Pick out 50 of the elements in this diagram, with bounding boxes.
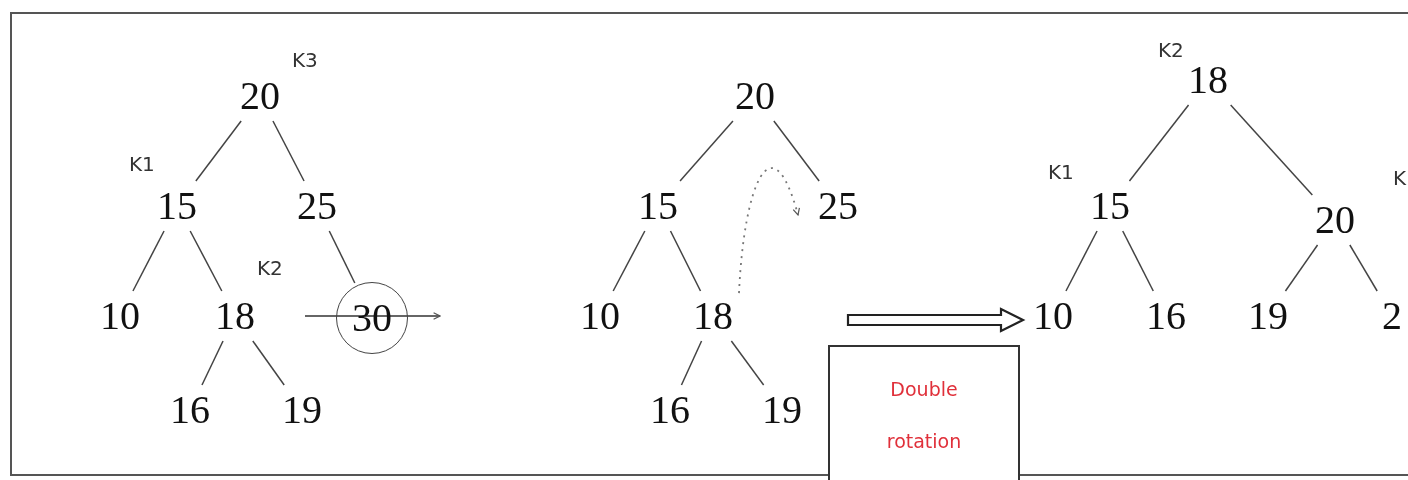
node-tag: K3: [292, 50, 318, 70]
tree-branch: [669, 230, 702, 292]
node-key: 10: [580, 293, 620, 338]
tree-branch: [773, 120, 820, 182]
node-key: 25: [297, 183, 337, 228]
node-key: 16: [1146, 293, 1186, 338]
tree-branch: [612, 230, 646, 292]
node-key: 2: [1382, 293, 1402, 338]
node-tag: K2: [257, 258, 283, 278]
node-key: 20: [735, 73, 775, 118]
node-key: 16: [170, 387, 210, 432]
node-tag: K1: [1048, 162, 1074, 182]
tree-branch: [1349, 244, 1378, 292]
node-key: 20: [1315, 197, 1355, 242]
node-key: 18: [215, 293, 255, 338]
tree-branch: [1229, 104, 1314, 196]
tree-branch: [252, 340, 285, 386]
node-key: 19: [762, 387, 802, 432]
node-key: 15: [638, 183, 678, 228]
node-tag: K1: [129, 154, 155, 174]
tree-branch: [1065, 230, 1098, 292]
note-box: [828, 345, 1020, 480]
rotation-arrow: [738, 167, 800, 294]
node-key: 19: [1248, 293, 1288, 338]
tree-branch: [272, 120, 305, 182]
transition-arrow: [846, 307, 1026, 333]
tree-branch: [1128, 104, 1190, 182]
tree-branch: [328, 230, 356, 284]
tree-branch: [1284, 244, 1319, 292]
node-key: 25: [818, 183, 858, 228]
node-key: 15: [157, 183, 197, 228]
tree-branch: [201, 340, 224, 386]
node-key: 10: [100, 293, 140, 338]
tree-branch: [1122, 230, 1154, 292]
node-tag: K: [1393, 168, 1407, 188]
tree-branch: [132, 230, 165, 292]
node-key: 16: [650, 387, 690, 432]
node-tag: K2: [1158, 40, 1184, 60]
node-key: 15: [1090, 183, 1130, 228]
note-text: Double rotation: [885, 377, 963, 454]
tree-branch: [679, 120, 734, 182]
tree-branch: [195, 120, 242, 182]
node-key: 20: [240, 73, 280, 118]
tree-branch: [680, 340, 703, 386]
node-key: 18: [1188, 57, 1228, 102]
tree-branch: [730, 340, 765, 386]
tree-branch: [189, 230, 223, 292]
node-key: 19: [282, 387, 322, 432]
node-key: 10: [1033, 293, 1073, 338]
node-key: 18: [693, 293, 733, 338]
